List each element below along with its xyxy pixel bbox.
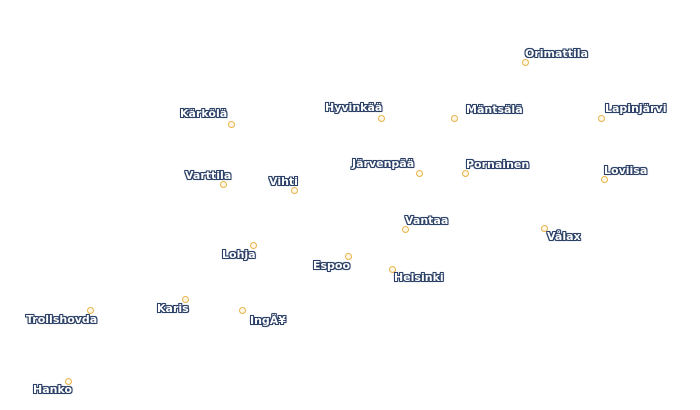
place-label-trollshovda: Trollshovda: [26, 313, 98, 326]
place-marker-karis[interactable]: [181, 295, 189, 303]
place-marker-valax[interactable]: [540, 224, 548, 232]
place-marker-hanko[interactable]: [64, 377, 72, 385]
place-label-vihti: Vihti: [269, 175, 298, 188]
place-marker-trollshovda[interactable]: [86, 306, 94, 314]
place-marker-varttila[interactable]: [219, 180, 227, 188]
place-marker-vihti[interactable]: [290, 186, 298, 194]
place-label-loviisa: Loviisa: [604, 164, 648, 177]
place-marker-helsinki[interactable]: [388, 265, 396, 273]
place-label-lapinjarvi: Lapinjärvi: [605, 102, 667, 115]
place-label-vantaa: Vantaa: [405, 214, 449, 227]
place-label-jarvenpaa: Järvenpää: [352, 157, 415, 170]
place-label-orimattila: Orimattila: [525, 47, 588, 60]
place-marker-pornainen[interactable]: [461, 169, 469, 177]
place-marker-inga[interactable]: [238, 306, 246, 314]
place-label-inga: IngÃ¥: [250, 314, 286, 327]
place-label-karkola: Kärkölä: [180, 107, 228, 120]
place-label-lohja: Lohja: [222, 248, 256, 261]
place-marker-orimattila[interactable]: [521, 58, 529, 66]
place-marker-lohja[interactable]: [249, 241, 257, 249]
place-label-pornainen: Pornainen: [466, 158, 530, 171]
place-marker-loviisa[interactable]: [600, 175, 608, 183]
place-marker-jarvenpaa[interactable]: [415, 169, 423, 177]
place-label-valax: Vålax: [547, 230, 581, 243]
place-marker-espoo[interactable]: [344, 252, 352, 260]
place-marker-hyvinkaa[interactable]: [377, 114, 385, 122]
place-label-karis: Karis: [157, 302, 189, 315]
place-marker-mantsala[interactable]: [450, 114, 458, 122]
place-marker-lapinjarvi[interactable]: [597, 114, 605, 122]
place-label-hyvinkaa: Hyvinkää: [325, 101, 383, 114]
place-label-helsinki: Helsinki: [394, 271, 444, 284]
place-marker-karkola[interactable]: [227, 120, 235, 128]
place-label-mantsala: Mäntsälä: [466, 103, 523, 116]
place-label-varttila: Varttila: [185, 169, 232, 182]
place-label-hanko: Hanko: [33, 383, 73, 396]
place-label-espoo: Espoo: [313, 259, 351, 272]
place-marker-vantaa[interactable]: [401, 225, 409, 233]
